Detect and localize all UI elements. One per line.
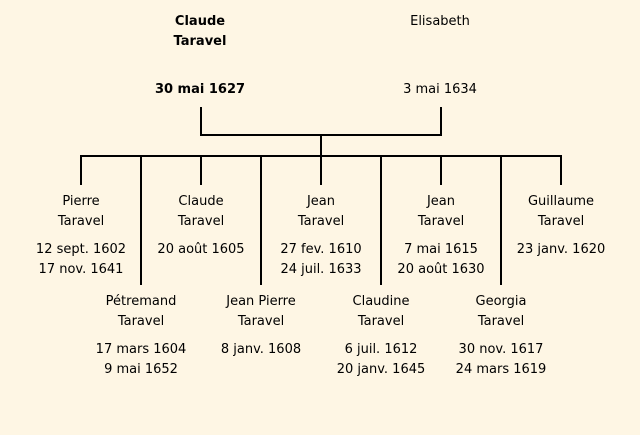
- child-7-first-name: Jean: [426, 194, 456, 209]
- child-9-birth: 23 janv. 1620: [516, 242, 606, 257]
- child-2-first-name: Pétremand: [105, 294, 177, 309]
- child-1-last-name: Taravel: [57, 214, 105, 229]
- child-9-first-name: Guillaume: [527, 194, 594, 209]
- parent-1-date: 30 mai 1627: [154, 82, 246, 97]
- child-1-birth: 12 sept. 1602: [35, 242, 127, 257]
- child-8-last-name: Taravel: [477, 314, 525, 329]
- child-2-death: 9 mai 1652: [104, 362, 178, 377]
- child-3-first-name: Claude: [178, 194, 224, 209]
- child-6-first-name: Claudine: [352, 294, 410, 309]
- child-5-first-name: Jean: [306, 194, 336, 209]
- child-5-death: 24 juil. 1633: [280, 262, 362, 277]
- child-4-last-name: Taravel: [237, 314, 285, 329]
- child-3-birth: 20 août 1605: [157, 242, 245, 257]
- parent-1-last-name: Taravel: [173, 34, 227, 49]
- child-2-last-name: Taravel: [117, 314, 165, 329]
- parent-2-first-name: Elisabeth: [410, 14, 470, 29]
- child-7-birth: 7 mai 1615: [404, 242, 478, 257]
- child-1-death: 17 nov. 1641: [38, 262, 124, 277]
- child-9-last-name: Taravel: [537, 214, 585, 229]
- child-2-birth: 17 mars 1604: [95, 342, 187, 357]
- child-6-last-name: Taravel: [357, 314, 405, 329]
- parent-1-first-name: Claude: [174, 14, 226, 29]
- child-3-last-name: Taravel: [177, 214, 225, 229]
- child-6-birth: 6 juil. 1612: [344, 342, 418, 357]
- parent-2-date: 3 mai 1634: [403, 82, 477, 97]
- child-1-first-name: Pierre: [62, 194, 100, 209]
- child-7-last-name: Taravel: [417, 214, 465, 229]
- child-7-death: 20 août 1630: [397, 262, 485, 277]
- child-5-last-name: Taravel: [297, 214, 345, 229]
- child-8-death: 24 mars 1619: [455, 362, 547, 377]
- child-4-birth: 8 janv. 1608: [220, 342, 302, 357]
- child-8-first-name: Georgia: [475, 294, 527, 309]
- child-4-first-name: Jean Pierre: [226, 294, 296, 309]
- child-5-birth: 27 fev. 1610: [280, 242, 362, 257]
- child-8-birth: 30 nov. 1617: [458, 342, 544, 357]
- child-6-death: 20 janv. 1645: [336, 362, 426, 377]
